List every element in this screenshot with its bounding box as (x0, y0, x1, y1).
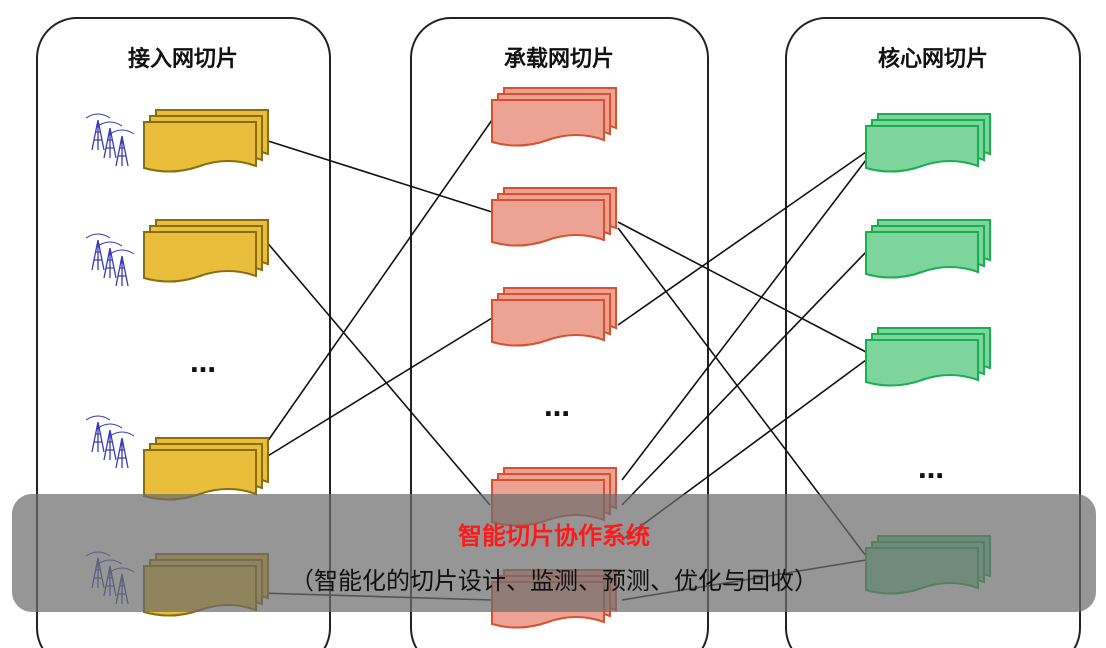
transport-ellipsis: … (544, 393, 570, 423)
connection-line (617, 221, 867, 353)
banner-subtitle: （智能化的切片设计、监测、预测、优化与回收） (290, 567, 818, 595)
connection-line (617, 151, 867, 326)
transport-slice (491, 87, 617, 147)
access-slice (143, 437, 269, 501)
access-network-title: 接入网切片 (128, 47, 238, 72)
core-network-title: 核心网切片 (878, 46, 988, 72)
transport-slice (491, 287, 617, 347)
connection-line (257, 119, 493, 456)
intelligent-slice-system-banner: 智能切片协作系统 （智能化的切片设计、监测、预测、优化与回收） (12, 494, 1096, 612)
core-ellipsis: … (918, 455, 944, 485)
core-slice (865, 113, 991, 173)
access-ellipsis: … (190, 349, 216, 379)
connection-line (264, 139, 493, 213)
connection-line (621, 159, 867, 481)
connection-line (257, 317, 493, 463)
core-slice (865, 219, 991, 279)
transport-slice (491, 187, 617, 247)
access-slice (143, 219, 269, 283)
connection-line (264, 239, 491, 506)
banner-title: 智能切片协作系统 (458, 522, 650, 550)
connection-line (621, 251, 867, 506)
access-slice (143, 109, 269, 173)
transport-network-title: 承载网切片 (504, 46, 614, 72)
core-slice (865, 327, 991, 387)
